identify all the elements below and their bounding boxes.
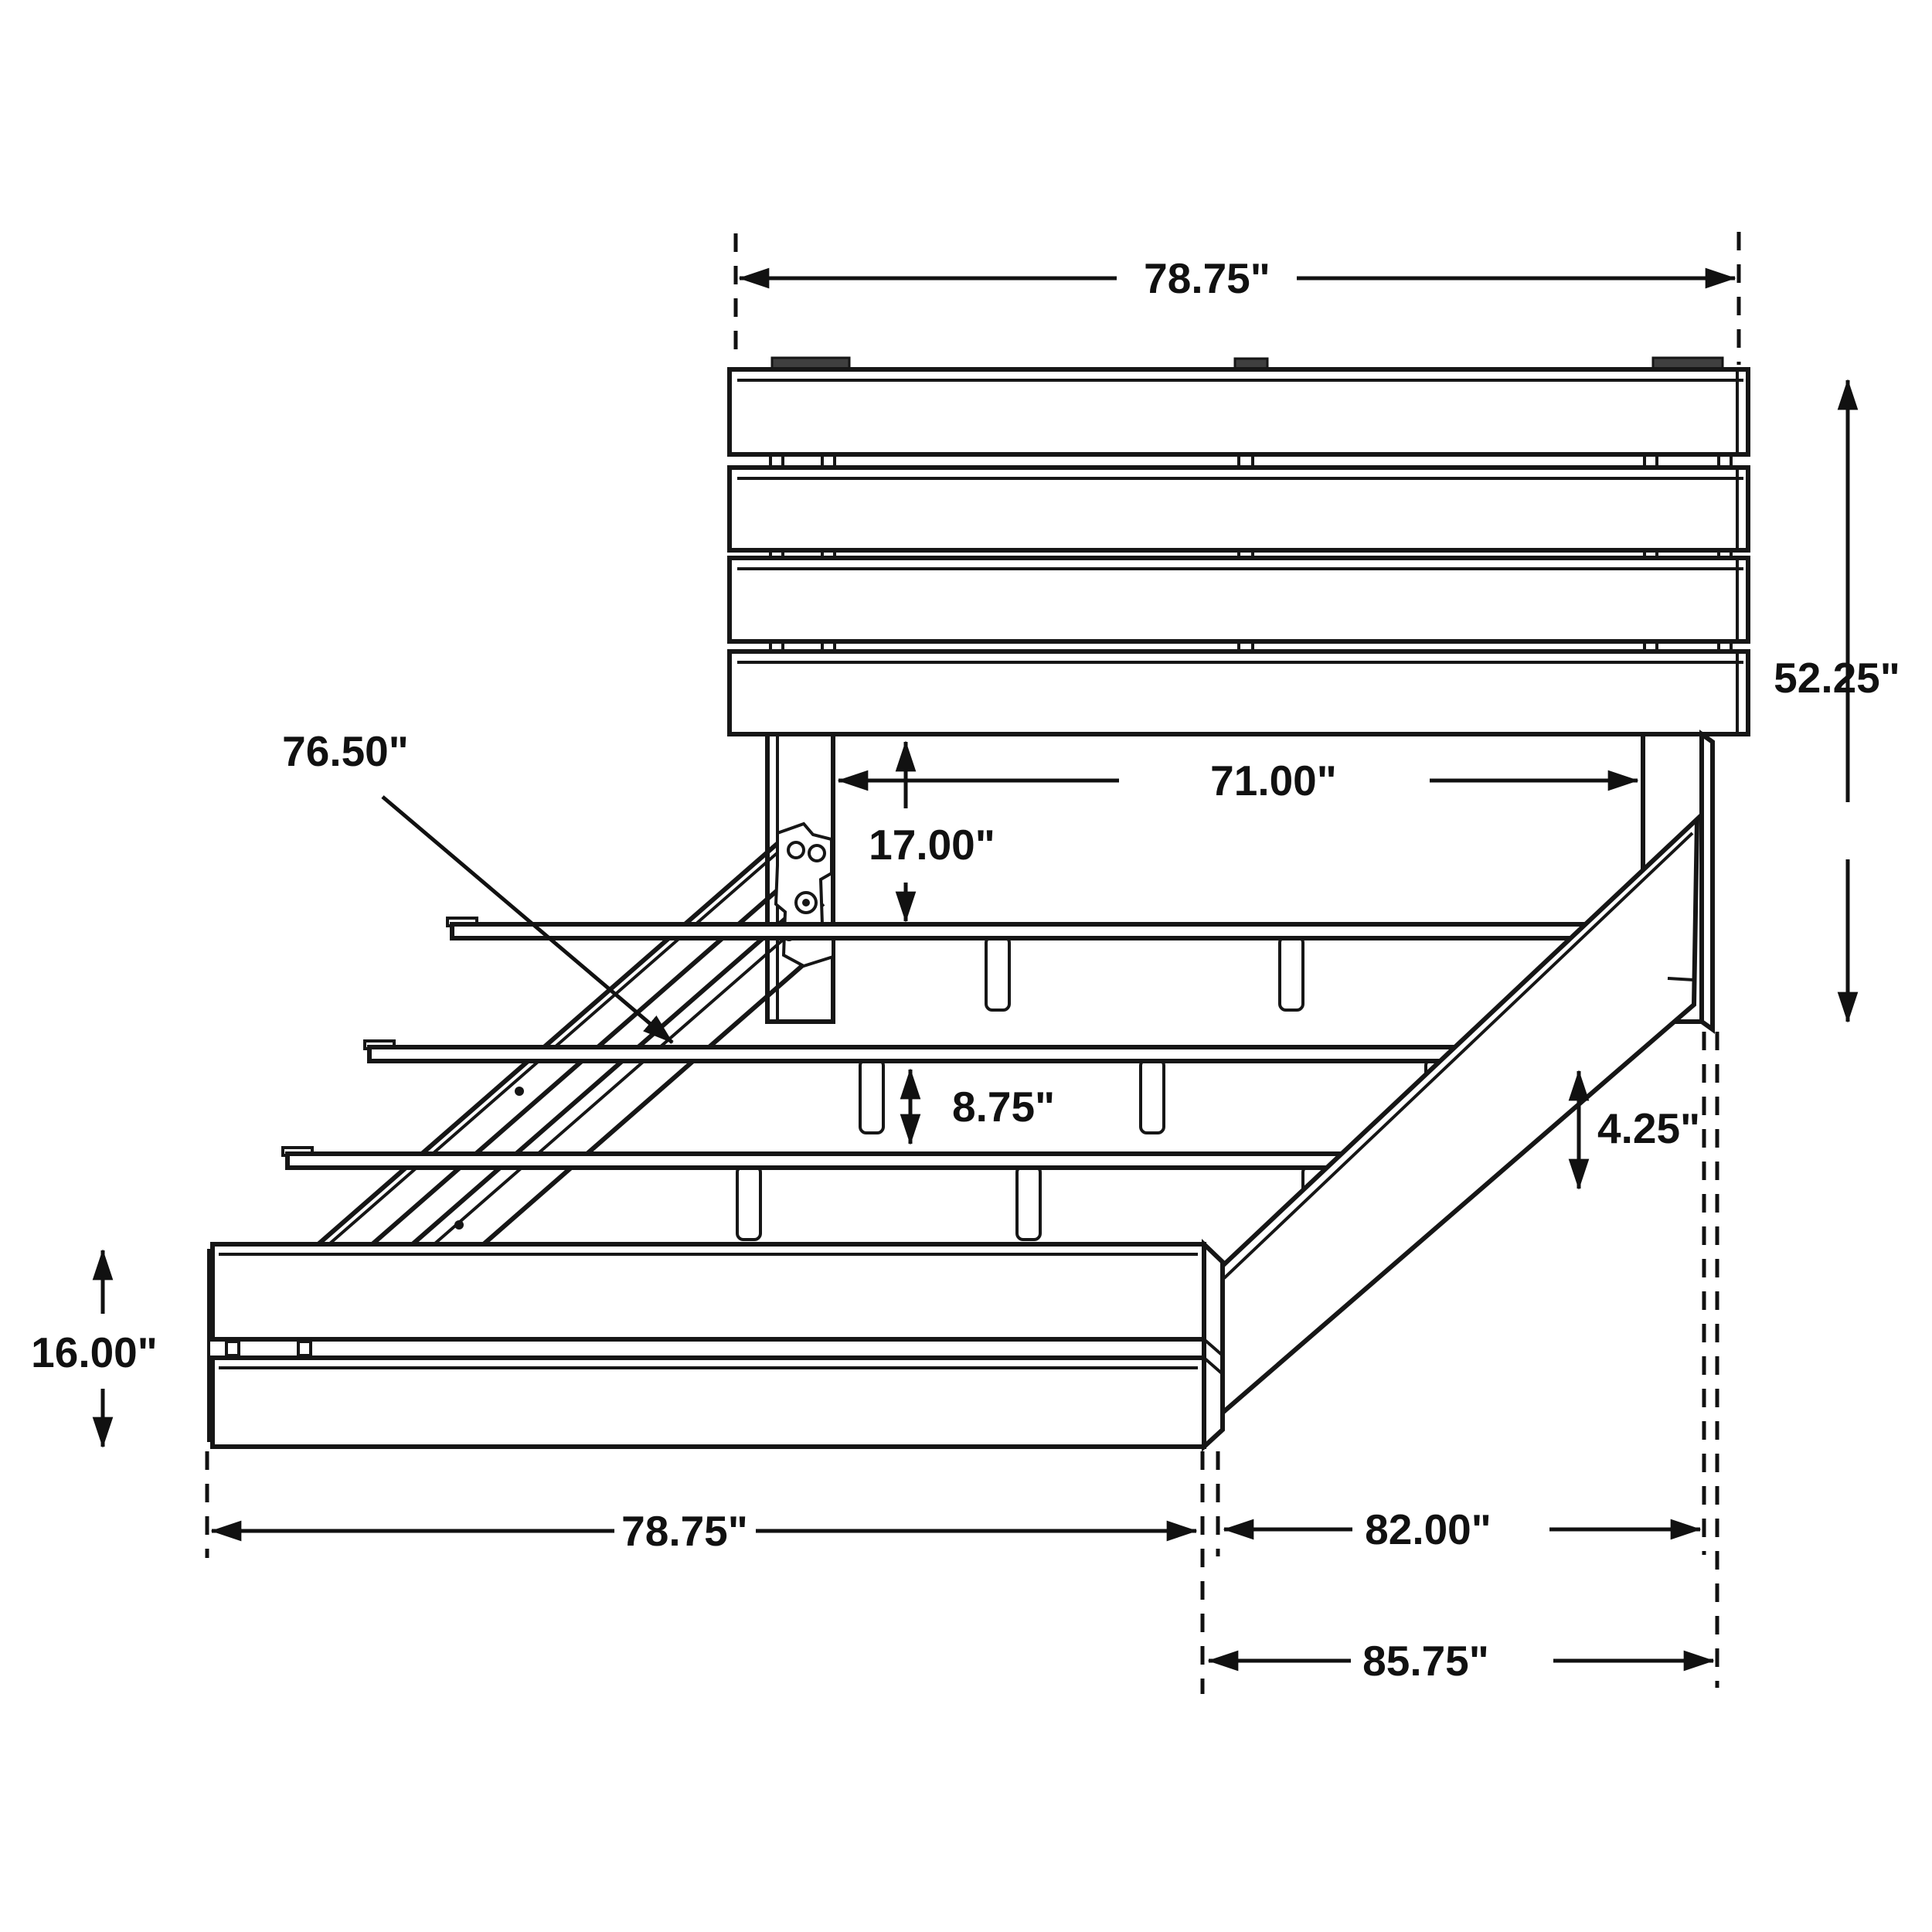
footboard-slat-top <box>210 1242 1206 1342</box>
rail-bolt-hole <box>515 1087 524 1096</box>
headboard-slat-1 <box>727 367 1750 457</box>
dim-inner-width: 71.00" <box>837 757 1639 804</box>
dim-headboard-height: 52.25" <box>1774 379 1900 1023</box>
dim-label-slat-support-height: 8.75" <box>952 1083 1055 1131</box>
footboard-slat-bottom <box>210 1355 1206 1449</box>
slat-bar-middle <box>363 1039 1480 1134</box>
headboard-slat-3 <box>727 556 1750 644</box>
dim-label-frame-length: 82.00" <box>1365 1505 1492 1553</box>
headboard <box>727 356 1750 736</box>
dim-support-rail-length: 76.50" <box>282 727 674 1044</box>
dim-headboard-to-slat: 17.00" <box>869 740 995 923</box>
dim-slat-support-height: 8.75" <box>900 1068 1055 1145</box>
rail-bolt-hole <box>454 1220 464 1230</box>
dim-label-side-rail-height: 4.25" <box>1597 1104 1700 1152</box>
dim-frame-length: 82.00" <box>1223 1032 1706 1555</box>
dim-label-headboard-height: 52.25" <box>1774 654 1900 702</box>
footboard-post-segment <box>297 1340 312 1357</box>
slat-bars <box>281 917 1594 1241</box>
footboard-post-segment <box>225 1340 240 1357</box>
dim-label-footboard-height: 16.00" <box>31 1328 158 1376</box>
dim-footboard-width: 78.75" <box>205 1451 1220 1694</box>
headboard-slat-2 <box>727 465 1750 553</box>
dim-label-inner-width: 71.00" <box>1210 757 1337 804</box>
dim-label-footboard-width: 78.75" <box>621 1507 748 1555</box>
dim-label-headboard-width: 78.75" <box>1144 254 1270 302</box>
dim-headboard-width: 78.75" <box>733 232 1741 365</box>
dim-side-rail-height: 4.25" <box>1568 1070 1700 1190</box>
footboard <box>207 1238 1225 1452</box>
dim-label-headboard-to-slat: 17.00" <box>869 821 995 869</box>
dim-footboard-height: 16.00" <box>31 1249 158 1448</box>
dim-label-overall-length: 85.75" <box>1362 1637 1489 1685</box>
dim-overall-length: 85.75" <box>1207 1032 1719 1688</box>
slat-bar-front <box>281 1146 1378 1241</box>
headboard-slat-4 <box>727 649 1750 736</box>
dim-label-support-rail-length: 76.50" <box>282 727 409 775</box>
